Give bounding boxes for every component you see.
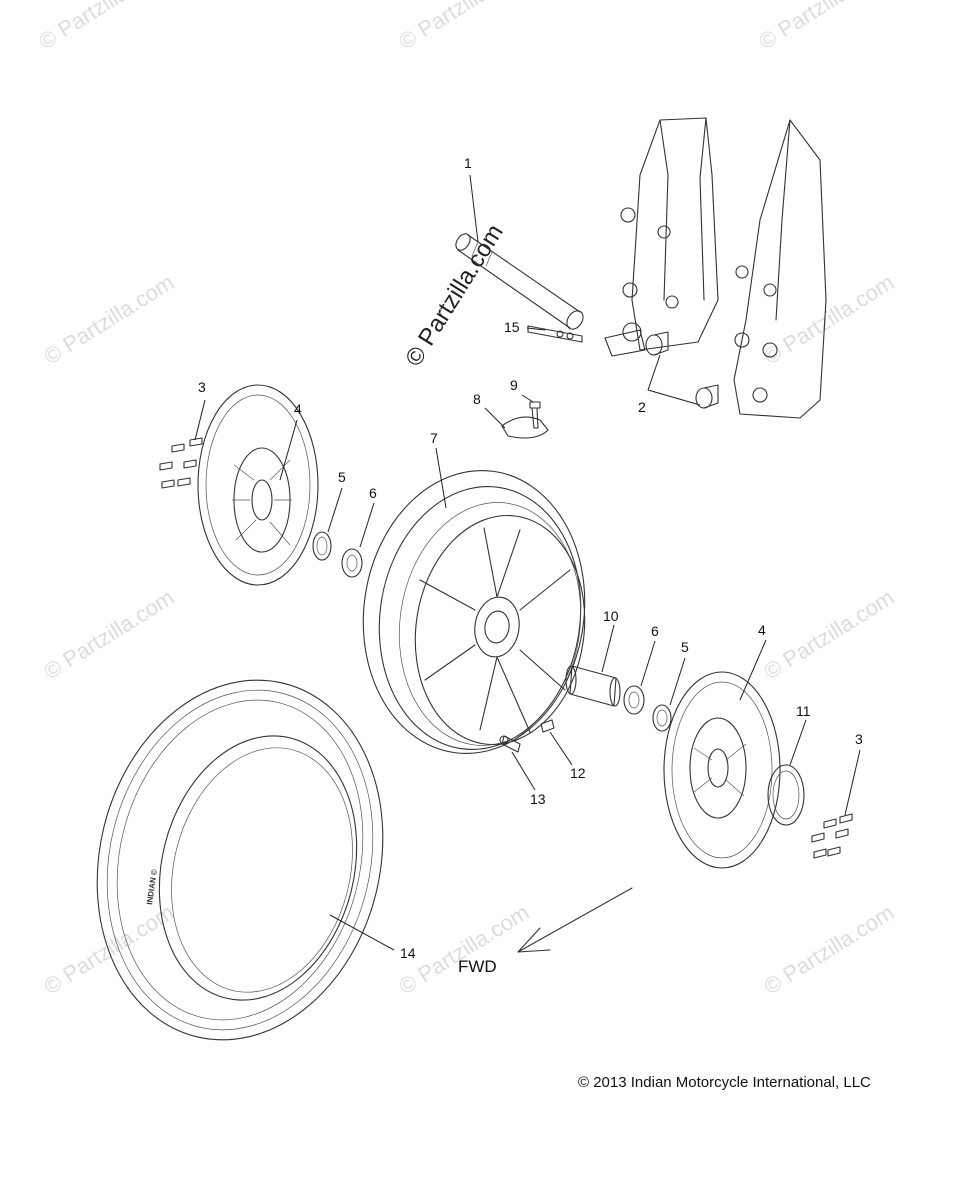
main-watermark: © Partzilla.com <box>400 220 509 371</box>
part-9-bolt <box>521 394 541 429</box>
watermark: © Partzilla.com <box>759 584 898 684</box>
callout-4: 4 <box>294 401 302 417</box>
part-3-bolts-right <box>811 749 861 859</box>
part-13-valve <box>499 735 536 791</box>
part-15-bolt <box>526 325 583 343</box>
part-5-seal-left <box>312 487 343 561</box>
callout-3: 3 <box>855 731 863 747</box>
callout-7: 7 <box>430 430 438 446</box>
fwd-label: FWD <box>458 957 497 976</box>
callout-10: 10 <box>603 608 619 624</box>
callout-6: 6 <box>651 623 659 639</box>
watermark: © Partzilla.com <box>39 584 178 684</box>
part-4-brake-rotor-left <box>197 384 319 586</box>
callout-8: 8 <box>473 391 481 407</box>
part-7-wheel <box>362 447 586 754</box>
watermark: © Partzilla.com <box>394 0 533 54</box>
watermark: © Partzilla.com <box>754 0 893 54</box>
part-1-axle <box>455 174 584 330</box>
front-fork <box>604 117 827 419</box>
part-3-bolts-left <box>159 399 206 489</box>
callout-3: 3 <box>198 379 206 395</box>
callout-9: 9 <box>510 377 518 393</box>
callout-11: 11 <box>796 703 811 719</box>
callout-14: 14 <box>400 945 416 961</box>
callout-2: 2 <box>638 399 646 415</box>
watermark: © Partzilla.com <box>34 0 173 54</box>
callout-1: 1 <box>464 155 472 171</box>
callout-13: 13 <box>530 791 546 807</box>
tire-sidewall-text: INDIAN © <box>145 869 159 906</box>
part-2-spacers <box>645 331 719 409</box>
watermark: © Partzilla.com <box>39 899 178 999</box>
part-5-seal-right <box>652 657 686 732</box>
callout-6: 6 <box>369 485 377 501</box>
copyright-notice: © 2013 Indian Motorcycle International, … <box>578 1074 871 1091</box>
part-11-ring <box>767 719 807 826</box>
part-14-tire: INDIAN © <box>96 679 395 1041</box>
callout-5: 5 <box>681 639 689 655</box>
part-4-brake-rotor-right <box>663 639 781 869</box>
part-10-spacer <box>565 624 621 707</box>
part-6-bearing-left <box>341 502 375 578</box>
callout-4: 4 <box>758 622 766 638</box>
callout-15: 15 <box>504 319 520 335</box>
callout-5: 5 <box>338 469 346 485</box>
watermark: © Partzilla.com <box>39 269 178 369</box>
part-6-bearing-right <box>623 640 656 715</box>
part-8-sensor <box>484 407 549 439</box>
callouts: 1 2 3 3 4 4 5 5 6 6 7 8 9 10 11 12 13 14… <box>198 155 863 961</box>
part-12-weight <box>540 719 573 766</box>
callout-12: 12 <box>570 765 586 781</box>
forward-arrow <box>517 887 633 953</box>
watermark: © Partzilla.com <box>759 269 898 369</box>
watermark: © Partzilla.com <box>759 899 898 999</box>
